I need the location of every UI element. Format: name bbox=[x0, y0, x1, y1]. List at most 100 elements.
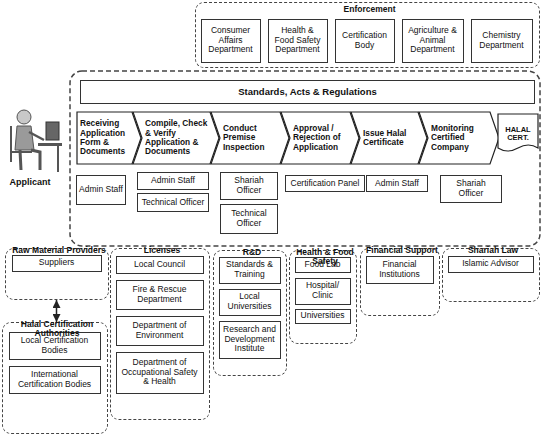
dashed-group: Health & Food SafetyFood LabHospital/ Cl… bbox=[289, 250, 357, 344]
node-text: Issue Halal Certificate bbox=[350, 129, 428, 148]
process-container bbox=[70, 71, 540, 246]
node-text: Conduct Premise Inspection bbox=[210, 124, 290, 152]
entity-box: Local Council bbox=[116, 256, 204, 274]
entity-box: Food Lab bbox=[295, 257, 351, 273]
node-text: Receiving Application Form & Documents bbox=[76, 119, 142, 156]
chevron-shape bbox=[419, 112, 499, 164]
node-text: Standards, Acts & Regulations bbox=[238, 87, 376, 98]
double-arrow bbox=[56, 300, 58, 322]
node-text: Approval / Rejection of Application bbox=[280, 124, 360, 152]
person-legs bbox=[20, 150, 40, 170]
chevron-shape bbox=[211, 112, 289, 164]
node-text: Local Certification Bodies bbox=[12, 336, 98, 355]
desk-top bbox=[38, 143, 62, 146]
staff-box: Technical Officer bbox=[137, 193, 209, 212]
node-text: Health & Food Safety Department bbox=[271, 26, 325, 55]
node-text: Admin Staff bbox=[151, 176, 195, 186]
dashed-group: Financial SupportFinancial Institutions bbox=[360, 248, 440, 316]
dashed-group: R&DStandards & TrainingLocal Universitie… bbox=[213, 250, 287, 376]
entity-box: Universities bbox=[295, 309, 351, 324]
node-text: Shariah Officer bbox=[443, 179, 499, 198]
entity-box: Department of Environment bbox=[116, 316, 204, 346]
chevron-shape bbox=[77, 112, 141, 164]
node-text: Department of Occupational Safety & Heal… bbox=[119, 358, 201, 387]
group-label: Raw Material Providers bbox=[8, 246, 110, 255]
node-text: Certification Body bbox=[338, 31, 392, 50]
entity-box: Local Certification Bodies bbox=[9, 332, 101, 360]
chevron-shape bbox=[281, 112, 359, 164]
entity-box: Chemistry Department bbox=[471, 19, 533, 63]
entity-box: Research and Development Institute bbox=[219, 321, 281, 359]
group-label: Licenses bbox=[113, 246, 211, 255]
node-text: International Certification Bodies bbox=[12, 370, 98, 389]
certificate-document: HALAL CERT. bbox=[497, 113, 539, 155]
entity-box: Islamic Advisor bbox=[448, 256, 534, 273]
node-text: Admin Staff bbox=[79, 185, 123, 195]
document-shape bbox=[498, 114, 538, 151]
person-body bbox=[15, 126, 34, 150]
node-text: Shariah Officer bbox=[223, 176, 275, 195]
chevron-shape bbox=[351, 112, 427, 164]
node-text: Certification Panel bbox=[291, 179, 360, 189]
entity-box: Suppliers bbox=[12, 255, 102, 272]
node-text: Financial Institutions bbox=[369, 260, 431, 279]
person-arm bbox=[29, 132, 44, 140]
process-chevron: Receiving Application Form & Documents bbox=[76, 111, 142, 165]
node-text: Local Council bbox=[134, 260, 185, 270]
staff-box: Shariah Officer bbox=[440, 175, 502, 203]
person-head bbox=[17, 110, 31, 124]
node-text: Admin Staff bbox=[375, 179, 419, 189]
group-label: Financial Support bbox=[363, 246, 441, 255]
dashed-group: Shariah LawIslamic Advisor bbox=[442, 248, 540, 302]
process-chevron: Compile, Check & Verify Application & Do… bbox=[132, 111, 220, 165]
entity-box: Local Universities bbox=[219, 289, 281, 316]
entity-box: International Certification Bodies bbox=[9, 366, 101, 394]
staff-box: Admin Staff bbox=[137, 172, 209, 190]
standards-bar: Standards, Acts & Regulations bbox=[80, 80, 535, 104]
dashed-group: Raw Material ProvidersSuppliers bbox=[5, 248, 109, 300]
entity-box: Standards & Training bbox=[219, 257, 281, 284]
entity-box: Health & Food Safety Department bbox=[268, 19, 328, 63]
staff-box: Admin Staff bbox=[76, 175, 126, 205]
process-chevron: Issue Halal Certificate bbox=[350, 111, 428, 165]
process-chevron: Conduct Premise Inspection bbox=[210, 111, 290, 165]
chair-back bbox=[10, 126, 12, 162]
computer-monitor bbox=[46, 122, 59, 140]
node-text: Technical Officer bbox=[223, 209, 275, 228]
node-text: Compile, Check & Verify Application & Do… bbox=[132, 119, 220, 156]
dashed-group: LicensesLocal CouncilFire & Rescue Depar… bbox=[110, 248, 210, 420]
group-label: Shariah Law bbox=[445, 246, 541, 255]
applicant-illustration bbox=[11, 110, 62, 172]
staff-box: Admin Staff bbox=[366, 175, 428, 192]
dashed-group: EnforcementConsumer Affairs DepartmentHe… bbox=[195, 2, 540, 68]
node-text: Monitoring Certified Company bbox=[418, 124, 500, 152]
node-text: Agriculture & Animal Department bbox=[405, 26, 461, 55]
process-chevron: Monitoring Certified Company bbox=[418, 111, 500, 165]
entity-box: Certification Body bbox=[335, 19, 395, 63]
staff-box: Shariah Officer bbox=[220, 172, 278, 200]
desk-leg bbox=[57, 146, 59, 172]
node-text: Food Lab bbox=[305, 260, 341, 270]
staff-box: Certification Panel bbox=[285, 175, 365, 192]
process-chevron: Approval / Rejection of Application bbox=[280, 111, 360, 165]
entity-box: Consumer Affairs Department bbox=[201, 19, 261, 63]
node-text: Islamic Advisor bbox=[462, 259, 519, 269]
entity-box: Hospital/ Clinic bbox=[295, 278, 351, 305]
staff-box: Technical Officer bbox=[220, 204, 278, 234]
node-text: Technical Officer bbox=[142, 198, 205, 208]
entity-box: Fire & Rescue Department bbox=[116, 280, 204, 310]
node-text: HALAL CERT. bbox=[497, 126, 539, 143]
node-text: Standards & Training bbox=[222, 260, 278, 279]
node-text: Fire & Rescue Department bbox=[119, 285, 201, 304]
entity-box: Department of Occupational Safety & Heal… bbox=[116, 352, 204, 394]
actor-label: Applicant bbox=[0, 177, 60, 187]
entity-box: Agriculture & Animal Department bbox=[402, 19, 464, 63]
node-text: Chemistry Department bbox=[474, 31, 530, 50]
chevron-shape bbox=[133, 112, 219, 164]
node-text: Local Universities bbox=[222, 292, 278, 311]
node-text: Hospital/ Clinic bbox=[298, 281, 348, 300]
node-text: Department of Environment bbox=[119, 321, 201, 340]
node-text: Research and Development Institute bbox=[222, 325, 278, 354]
entity-box: Financial Institutions bbox=[366, 256, 434, 284]
